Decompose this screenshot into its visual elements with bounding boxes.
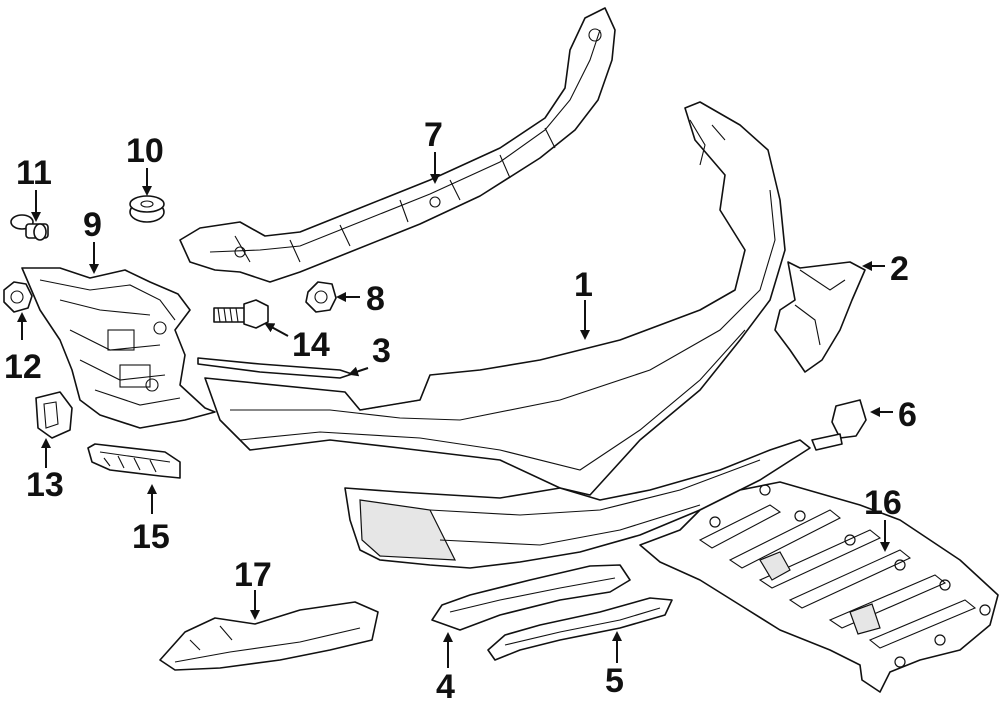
part-10-pad: [129, 195, 165, 223]
leader-lines: [17, 152, 893, 668]
leader-14: [264, 323, 289, 337]
part-17-lamp-trim: [159, 601, 379, 671]
callout-2: 2: [890, 250, 909, 288]
callout-12: 12: [4, 348, 42, 386]
callout-4: 4: [436, 668, 455, 702]
part-5-strip: [487, 597, 673, 661]
part-8-nut: [305, 281, 337, 313]
part-13-retainer: [35, 391, 73, 439]
callout-11: 11: [16, 154, 52, 192]
part-16-underbody-shield: [639, 481, 999, 693]
callout-15: 15: [132, 518, 170, 556]
callout-labels: 1 2 3 4 5 6 7 8 9 10 11 12 13 14 15 16 1…: [4, 116, 917, 702]
part-7-reinforcement-bar: [179, 7, 616, 283]
callout-3: 3: [372, 332, 391, 370]
part-12-nut: [3, 281, 33, 313]
callout-1: 1: [574, 266, 593, 304]
callout-16: 16: [864, 484, 902, 522]
part-3-trim-strip: [197, 357, 353, 379]
callout-7: 7: [424, 116, 443, 154]
callout-6: 6: [898, 396, 917, 434]
part-4-strip: [431, 564, 631, 631]
part-6-cover-cap: [811, 399, 867, 451]
callout-8: 8: [366, 280, 385, 318]
callout-5: 5: [605, 662, 624, 700]
part-15-reflector: [87, 443, 181, 479]
callout-17: 17: [234, 556, 272, 594]
part-9-mounting-bracket: [21, 267, 216, 429]
part-2-side-bracket: [774, 261, 866, 373]
part-14-bolt: [213, 299, 269, 329]
callout-13: 13: [26, 466, 64, 504]
part-11-clip: [10, 214, 49, 241]
lower-valance: [344, 439, 811, 569]
callout-9: 9: [83, 206, 102, 244]
callout-10: 10: [126, 132, 164, 170]
part-1-bumper-cover: [204, 101, 786, 496]
leader-3: [348, 366, 369, 377]
callout-14: 14: [292, 326, 330, 364]
